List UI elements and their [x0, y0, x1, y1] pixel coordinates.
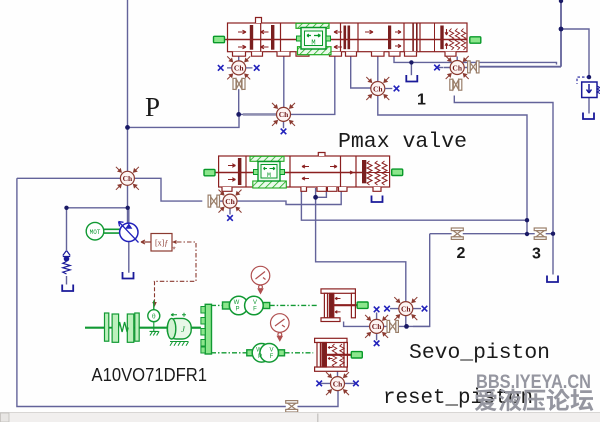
svg-text:Sevo_piston: Sevo_piston: [409, 341, 550, 365]
svg-text:BBS.IYEYA.CN: BBS.IYEYA.CN: [476, 372, 591, 393]
svg-text:V: V: [253, 300, 257, 306]
svg-text:1: 1: [417, 92, 426, 109]
svg-text:M: M: [311, 40, 315, 48]
svg-text:M: M: [267, 172, 271, 179]
svg-text:V: V: [269, 348, 273, 354]
svg-text:[x]ƒ: [x]ƒ: [155, 239, 168, 248]
svg-text:F: F: [253, 307, 257, 313]
svg-text:J: J: [181, 324, 186, 334]
svg-text:A10VO71DFR1: A10VO71DFR1: [92, 365, 208, 385]
svg-text:P: P: [235, 307, 239, 313]
svg-text:*: *: [173, 246, 176, 255]
svg-text:3: 3: [532, 246, 541, 263]
svg-text:P: P: [258, 354, 262, 360]
svg-text:2: 2: [457, 245, 466, 262]
svg-text:P: P: [145, 92, 160, 122]
svg-text:F: F: [270, 354, 274, 360]
svg-text:W: W: [256, 348, 262, 354]
svg-text:θ: θ: [152, 312, 156, 321]
svg-text:Pmax valve: Pmax valve: [338, 130, 467, 154]
svg-text:W: W: [234, 300, 240, 306]
svg-text:MOT: MOT: [90, 229, 101, 236]
